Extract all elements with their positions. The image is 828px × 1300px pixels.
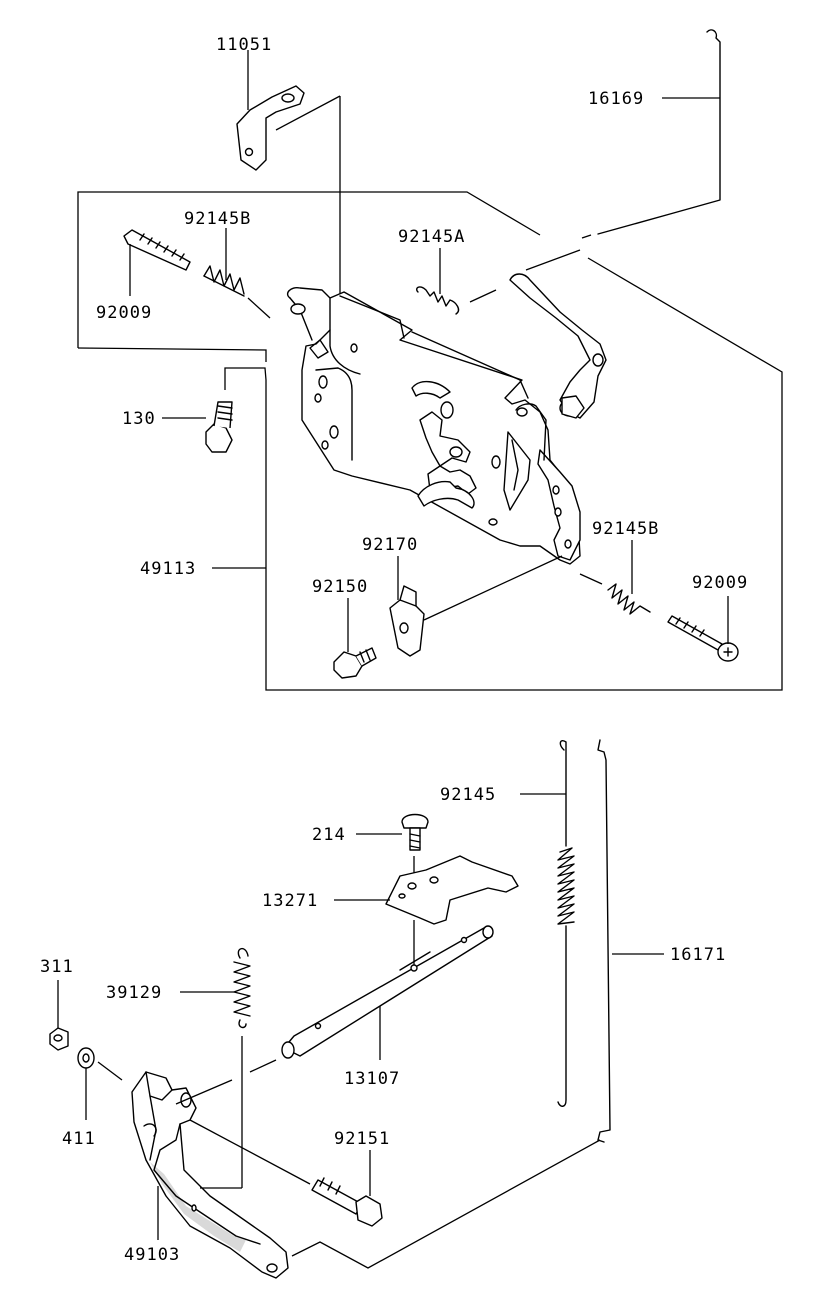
guide-92145B-right [579,573,603,585]
label-92009-left: 92009 [96,303,152,323]
spring-39129 [233,948,251,1029]
guide-11051 [275,95,341,131]
label-92151: 92151 [334,1129,390,1149]
label-92145: 92145 [440,785,496,805]
guide-49103-shaft [175,1079,233,1105]
clip-92170 [389,585,425,657]
label-16169: 16169 [588,89,644,109]
rod-16169 [581,29,721,239]
label-214: 214 [312,825,346,845]
label-49103: 49103 [124,1245,180,1265]
rod-16171 [597,739,611,1143]
bolt-92150 [333,647,377,679]
label-39129: 39129 [106,983,162,1003]
label-92145B-top: 92145B [184,209,251,229]
bolt-130 [205,401,233,453]
guide-92151 [189,1119,311,1185]
shaft-13107 [281,925,494,1059]
label-92145B-right: 92145B [592,519,659,539]
guide-49103-link [291,1139,601,1269]
label-16171: 16171 [670,945,726,965]
control-plate [286,273,607,565]
screw-214 [401,813,429,851]
label-92009-right: 92009 [692,573,748,593]
label-92145A: 92145A [398,227,465,247]
nut-311 [49,1027,69,1051]
label-92150: 92150 [312,577,368,597]
bolt-92151 [311,1177,383,1227]
spring-92145B-right [607,583,651,615]
spring-92145B-top [203,265,245,297]
assembly-outline-49113 [77,191,541,348]
spring-92145 [557,740,575,1107]
label-92170: 92170 [362,535,418,555]
label-130: 130 [122,409,156,429]
label-311: 311 [40,957,74,977]
label-13107: 13107 [344,1069,400,1089]
guide-92145B-top [247,297,271,319]
guide-16169 [525,249,581,271]
label-411: 411 [62,1129,96,1149]
spring-92145A [416,286,460,315]
guide-411 [97,1061,123,1081]
label-13271: 13271 [262,891,318,911]
lever-49103 [131,1071,289,1279]
guide-92145A [469,289,497,303]
guide-13107 [249,1059,277,1073]
label-49113: 49113 [140,559,196,579]
screw-92009-right [667,615,739,662]
screw-92009-left [123,229,191,271]
assembly-outline-49113-right [224,257,783,691]
assembly-outline-49113-left [77,347,267,362]
guide-92170 [423,555,563,621]
plate-13271 [385,855,519,925]
washer-411 [77,1047,95,1069]
bracket-11051 [236,85,305,171]
label-11051: 11051 [216,35,272,55]
